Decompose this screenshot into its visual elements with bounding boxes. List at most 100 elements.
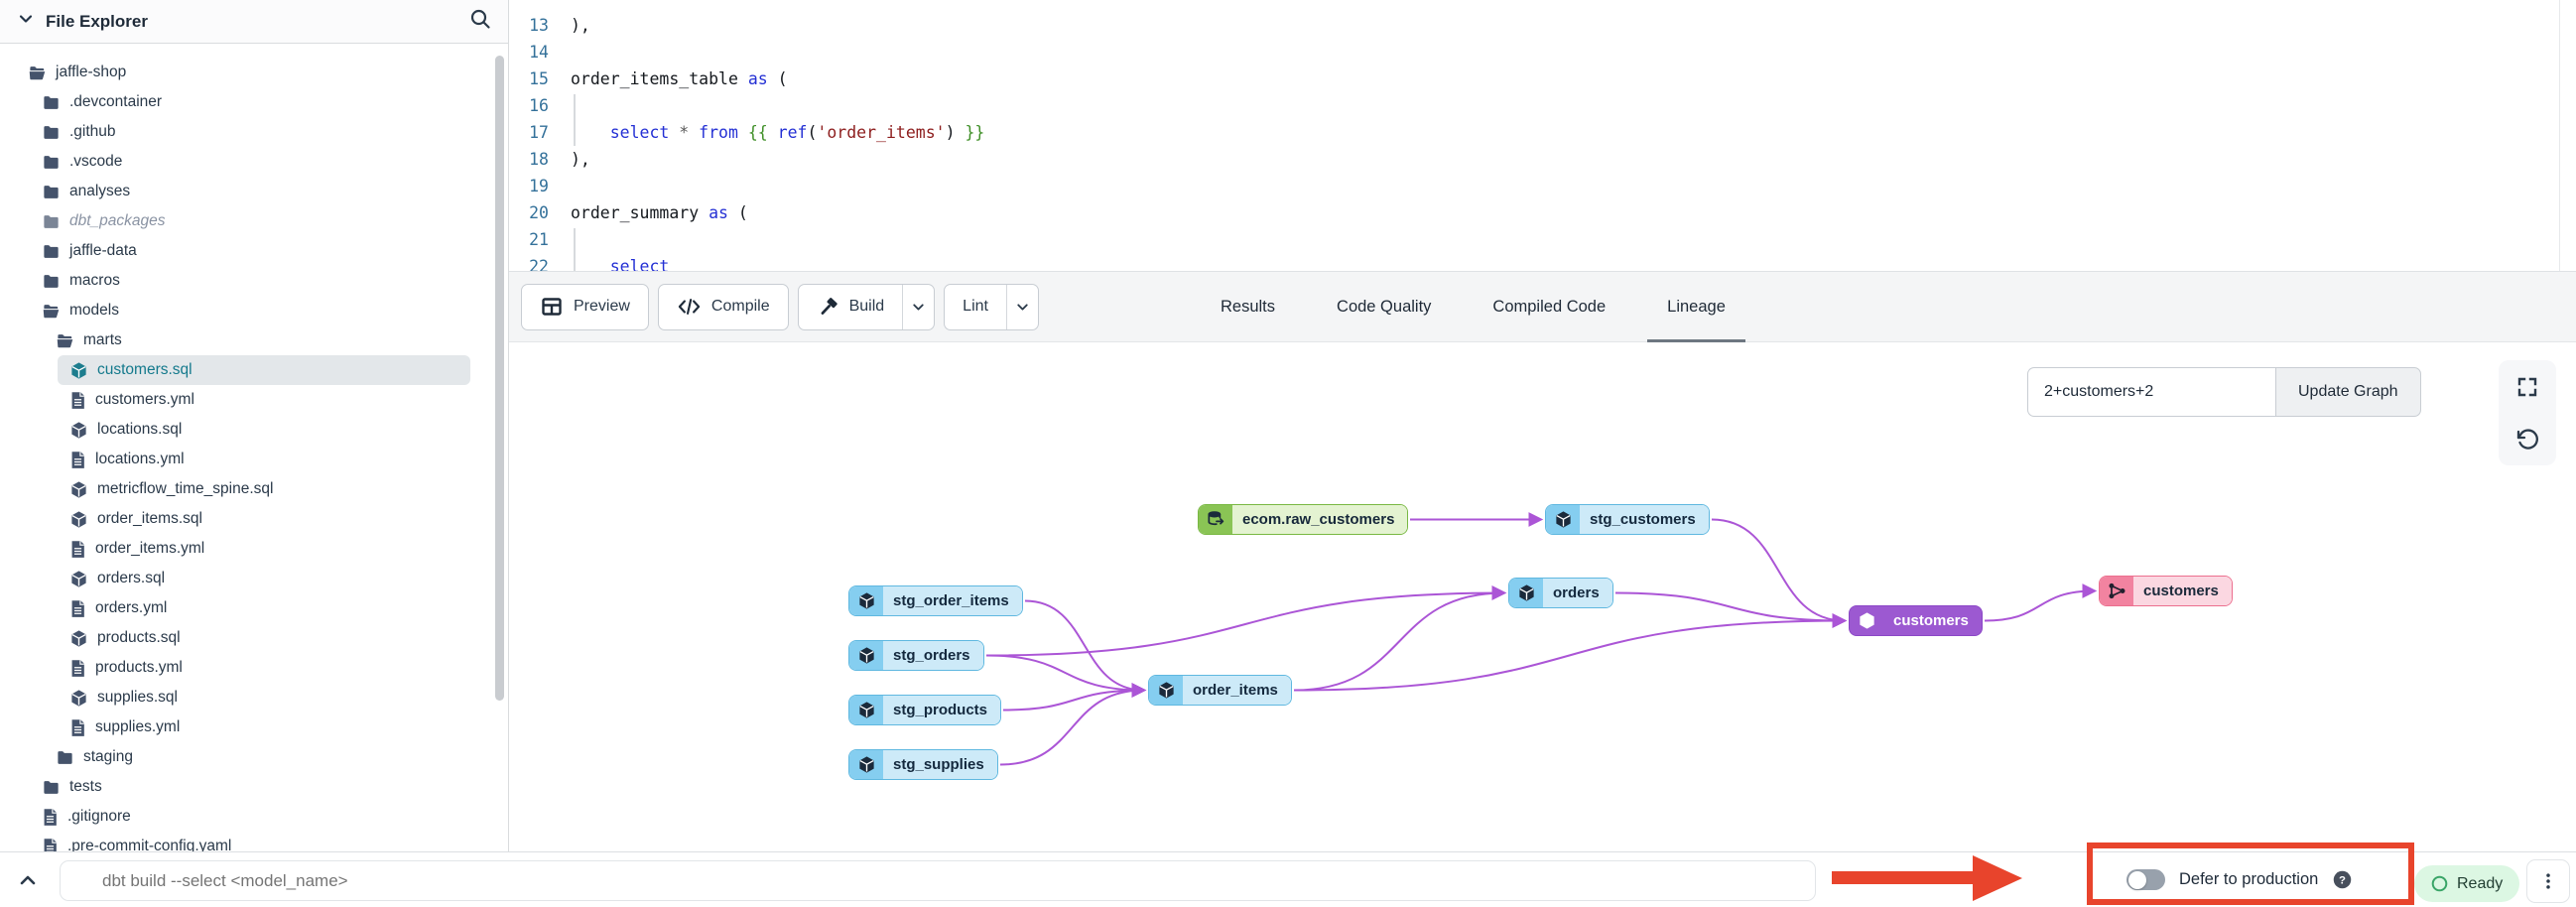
code-icon [677,296,702,318]
chevron-down-icon[interactable] [902,284,934,329]
tree-item-jaffle-data[interactable]: jaffle-data [0,236,508,266]
tree-item--github[interactable]: .github [0,117,508,147]
model-icon [849,696,883,724]
lineage-node-stg_orders[interactable]: stg_orders [848,640,984,671]
line-number: 22 [529,257,549,271]
indent-guide [574,228,576,271]
tab-results[interactable]: Results [1221,298,1276,316]
tree-item-label: jaffle-data [69,242,137,259]
result-tabs: Results Code Quality Compiled Code Lineage [1209,272,1745,342]
model-icon [69,570,88,588]
tree-item-analyses[interactable]: analyses [0,177,508,206]
tree-item-products-sql[interactable]: products.sql [0,623,508,653]
lineage-node-order_items[interactable]: order_items [1148,675,1292,706]
tree-item-customers-yml[interactable]: customers.yml [0,385,508,415]
graph-selector-input[interactable] [2027,367,2275,417]
doc-icon [69,391,86,410]
tree-item-orders-yml[interactable]: orders.yml [0,593,508,623]
code-line: 21 [509,226,2576,253]
tree-item-supplies-sql[interactable]: supplies.sql [0,683,508,713]
button-label: Build [848,298,885,315]
lineage-node-stg_supplies[interactable]: stg_supplies [848,749,998,780]
tree-item-label: locations.yml [95,451,185,467]
edge-stg_orders-to-order_items [985,654,1147,698]
model-icon [69,421,88,440]
lint-button[interactable]: Lint [944,283,1039,330]
sidebar-scrollbar[interactable] [495,56,504,701]
exposure-icon [2100,577,2133,605]
tree-item-tests[interactable]: tests [0,772,508,802]
tree-item-models[interactable]: models [0,296,508,325]
editor-scrollbar[interactable] [2558,0,2560,271]
defer-to-production-control: Defer to production ? [2126,869,2353,890]
folder-open-icon [56,331,74,350]
tree-item-label: .github [69,123,116,140]
edge-stg_order_items-to-order_items [1024,599,1147,698]
chevron-down-icon[interactable] [1005,284,1038,329]
tab-lineage[interactable]: Lineage [1647,272,1745,342]
update-graph-button[interactable]: Update Graph [2275,367,2421,417]
tree-item-staging[interactable]: staging [0,742,508,772]
edge-stg_products-to-order_items [1002,683,1147,712]
edge-order_items-to-customers [1293,613,1848,692]
tree-item-dbt-packages[interactable]: dbt_packages [0,206,508,236]
tab-code-quality[interactable]: Code Quality [1337,298,1432,316]
source-icon [1199,505,1232,534]
lineage-node-stg_order_items[interactable]: stg_order_items [848,585,1023,616]
tree-item--vscode[interactable]: .vscode [0,147,508,177]
lineage-node-customers_exposure[interactable]: customers [2099,576,2233,606]
tree-item-label: macros [69,272,120,289]
lineage-node-stg_customers[interactable]: stg_customers [1545,504,1710,535]
help-icon[interactable]: ? [2332,869,2353,890]
ready-circle-icon [2431,875,2448,892]
preview-button[interactable]: Preview [521,283,649,330]
defer-toggle[interactable] [2126,869,2165,890]
tree-item-jaffle-shop[interactable]: jaffle-shop [0,58,508,87]
line-number: 15 [529,69,549,88]
command-input[interactable] [60,860,1816,901]
doc-icon [69,599,86,618]
reset-view-icon[interactable] [2502,416,2553,463]
lineage-node-stg_products[interactable]: stg_products [848,695,1002,725]
tree-item-label: staging [83,748,133,765]
tree-item--gitignore[interactable]: .gitignore [0,802,508,832]
code-line: 13), [509,12,2576,39]
node-label: stg_products [883,696,1001,724]
compile-button[interactable]: Compile [657,283,789,330]
tree-item-locations-yml[interactable]: locations.yml [0,445,508,474]
graph-selector: Update Graph [2027,367,2421,417]
tree-item-orders-sql[interactable]: orders.sql [0,564,508,593]
chevron-down-icon[interactable] [16,9,36,34]
kebab-menu-button[interactable] [2526,859,2570,903]
file-explorer-title: File Explorer [46,11,148,31]
search-icon[interactable] [468,7,492,36]
tab-compiled-code[interactable]: Compiled Code [1492,298,1607,316]
tree-item-macros[interactable]: macros [0,266,508,296]
tree-item--devcontainer[interactable]: .devcontainer [0,87,508,117]
tree-item-order-items-yml[interactable]: order_items.yml [0,534,508,564]
tree-item-label: customers.yml [95,391,194,408]
lineage-node-customers[interactable]: customers [1849,605,1983,636]
tree-item-metricflow-time-spine-sql[interactable]: metricflow_time_spine.sql [0,474,508,504]
tree-item-marts[interactable]: marts [0,325,508,355]
lineage-node-orders[interactable]: orders [1508,578,1613,608]
tree-item-products-yml[interactable]: products.yml [0,653,508,683]
folder-open-icon [42,302,61,321]
tree-item--pre-commit-config-yaml[interactable]: .pre-commit-config.yaml [0,832,508,851]
tree-item-label: models [69,302,119,319]
tree-item-label: orders.yml [95,599,168,616]
tree-item-customers-sql[interactable]: customers.sql [58,355,470,385]
folder-icon [42,153,61,172]
tree-item-locations-sql[interactable]: locations.sql [0,415,508,445]
chevron-up-icon[interactable] [16,868,40,897]
tree-item-order-items-sql[interactable]: order_items.sql [0,504,508,534]
build-button[interactable]: Build [797,283,936,330]
folder-icon [42,242,61,261]
code-line: 18), [509,146,2576,173]
lineage-node-ecom_raw_customers[interactable]: ecom.raw_customers [1198,504,1409,535]
tree-item-supplies-yml[interactable]: supplies.yml [0,713,508,742]
model-icon [69,629,88,648]
fullscreen-icon[interactable] [2502,363,2553,411]
